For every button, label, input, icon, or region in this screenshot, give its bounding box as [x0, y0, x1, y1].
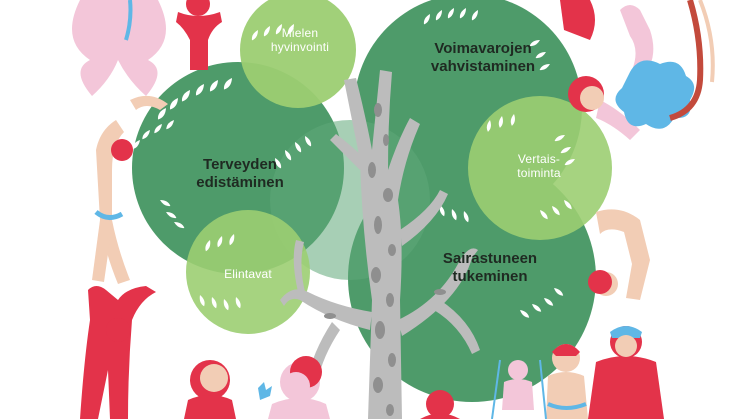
label-terveyden-edistaminen: Terveyden edistäminen [180, 156, 300, 192]
figure-left-trunks [94, 210, 124, 220]
label-voimavarojen-line2: vahvistaminen [430, 58, 536, 75]
label-mielen-hyvinvointi: Mielen hyvinvointi [260, 26, 340, 55]
figure-bottom-center [420, 390, 460, 419]
label-terveyden-line1: Terveyden [203, 156, 277, 173]
label-mielen-line1: Mielen [281, 26, 319, 40]
label-sairastuneen-tukeminen: Sairastuneen tukeminen [424, 250, 556, 286]
figure-baby [502, 360, 534, 410]
trunk-pattern [324, 103, 446, 416]
label-vertais-line2: toiminta [517, 166, 561, 181]
label-vertaistoiminta: Vertais- toiminta [504, 152, 574, 181]
red-swirl [669, 0, 704, 121]
pink-face [282, 372, 310, 400]
figure-left-red [80, 286, 156, 419]
label-sairastuneen-line1: Sairastuneen [442, 250, 538, 267]
walking-stick-2 [539, 359, 547, 419]
figure-top-right [560, 0, 595, 40]
figure-top-red [176, 0, 222, 70]
blue-hand [258, 382, 272, 400]
walking-stick-1 [491, 359, 501, 419]
canopy-circle-vertaistoiminta [468, 96, 612, 240]
label-sairastuneen-line2: tukeminen [452, 268, 528, 285]
blue-cloud [615, 60, 695, 129]
skin-kid-trunks [547, 402, 587, 410]
label-elintavat: Elintavat [224, 267, 272, 281]
figure-left-skin [92, 95, 168, 284]
skin-kid-hair [552, 344, 580, 356]
ribbon [124, 0, 133, 41]
red-swirl-inner [698, 0, 715, 83]
figure-right-face2 [615, 335, 637, 357]
figure-right-face [580, 86, 604, 110]
label-voimavarojen-vahvistaminen: Voimavarojen vahvistaminen [408, 40, 558, 76]
label-vertais-line1: Vertais- [517, 152, 561, 166]
butterfly [72, 0, 166, 96]
figure-left-head [111, 139, 133, 161]
canopy-circle-elintavat [186, 210, 310, 334]
leaf-drops [132, 8, 575, 318]
label-mielen-line2: hyvinvointi [270, 40, 330, 55]
label-terveyden-line2: edistäminen [196, 174, 284, 191]
label-voimavarojen-line1: Voimavarojen [434, 40, 532, 57]
acrobat-head [588, 270, 612, 294]
kid-face [200, 364, 228, 392]
figure-right-cap [610, 326, 642, 338]
